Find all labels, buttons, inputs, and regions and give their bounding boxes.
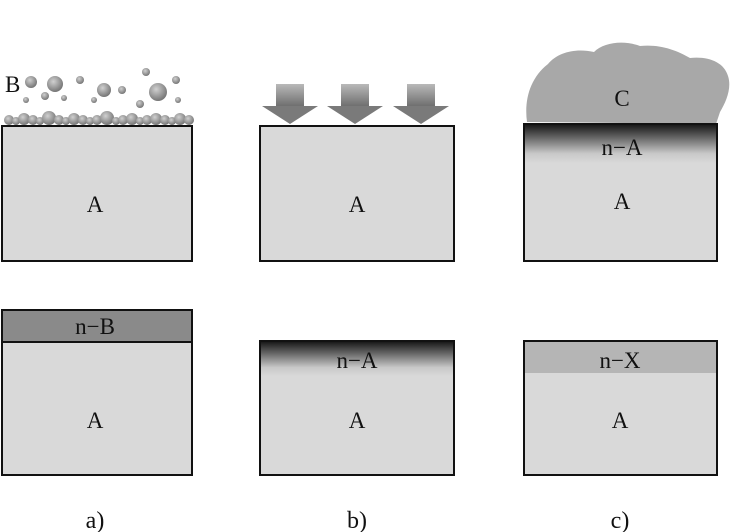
particle [28,115,38,125]
particle [18,113,30,125]
substrate-a-top [259,125,455,262]
substrate-label-a-bottom: A [612,408,629,433]
particle [142,115,152,125]
particle [47,76,63,92]
panel-b: A n−A A b) [259,84,455,532]
particle [160,115,170,125]
particle [172,76,180,84]
down-arrow-icon [393,84,449,124]
particle [36,117,44,125]
particle [184,115,194,125]
caption-c: c) [611,508,630,532]
nano-layer-label-a: n−A [601,135,642,160]
particle-cloud-b [4,68,194,125]
substrate-label-a-bottom: A [349,408,366,433]
nano-layer-a-gradient [525,125,716,163]
caption-b: b) [347,508,367,532]
particle [97,83,111,97]
particle [76,76,84,84]
particle [42,111,56,125]
substrate-a-top [1,125,193,262]
nano-layer-a-gradient [261,342,453,376]
particle [175,97,181,103]
particle [149,83,167,101]
medium-cloud-c [526,42,730,124]
particle [126,113,138,125]
particle [86,117,94,125]
particle [25,76,37,88]
particle [118,86,126,94]
particle-label-b: B [5,72,20,97]
particle [150,113,162,125]
substrate-label-a: A [349,192,366,217]
down-arrow-icon [262,84,318,124]
particle [100,111,114,125]
nano-layer-label-b: n−B [75,314,115,339]
particle [68,113,80,125]
particle [91,97,97,103]
medium-label-c: C [614,86,629,111]
particle [41,92,49,100]
down-arrow-icon [327,84,383,124]
particle [54,115,64,125]
particle [23,97,29,103]
particle [174,113,186,125]
nano-layer-label-a: n−A [336,348,377,373]
nano-layer-x [525,342,716,373]
particle [118,115,128,125]
particle [78,115,88,125]
particle [136,100,144,108]
particle [112,117,120,125]
particle [142,68,150,76]
nano-layer-b [1,309,193,343]
substrate-label-a: A [87,192,104,217]
caption-a: a) [86,508,105,532]
panel-a: B A n−B A a) [1,68,194,532]
particle [4,115,14,125]
particle [136,117,144,125]
particle [61,95,67,101]
substrate-a-bottom [1,341,193,476]
nano-layer-label-x: n−X [599,348,640,373]
panel-c: C n−A A n−X A c) [523,42,730,532]
substrate-label-a: A [614,189,631,214]
substrate-label-a-bottom: A [87,408,104,433]
particle [92,115,102,125]
